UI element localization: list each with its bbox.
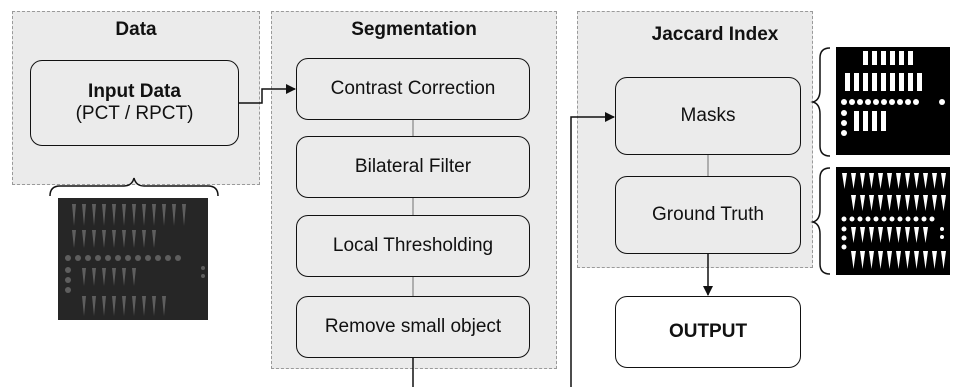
local-thresholding-label: Local Thresholding [332,235,494,256]
input-data-subtitle: (PCT / RPCT) [75,103,194,124]
remove-small-object-box: Remove small object [296,296,530,358]
output-label: OUTPUT [668,321,748,342]
data-image-brace [49,177,219,197]
contrast-correction-box: Contrast Correction [296,58,530,120]
ground-truth-image-brace [810,167,831,275]
segmentation-panel-title: Segmentation [351,19,477,40]
masks-box: Masks [615,77,801,155]
masks-image-brace [810,47,831,157]
segmentation-to-masks-arrow [570,112,615,387]
input-gel-pattern [65,204,205,316]
ground-truth-label: Ground Truth [652,204,764,225]
data-to-segmentation-arrow [239,84,296,104]
input-gel-image [58,198,208,320]
bilateral-filter-box: Bilateral Filter [296,136,530,198]
ground-truth-image [836,167,950,275]
ground-truth-box: Ground Truth [615,176,801,254]
masks-label: Masks [680,105,736,126]
masks-pattern [841,51,945,136]
input-data-title: Input Data [88,81,181,102]
jaccard-panel-title: Jaccard Index [651,24,779,45]
masks-image [836,47,950,155]
remove-small-object-label: Remove small object [324,316,502,337]
input-data-box: Input Data (PCT / RPCT) [30,60,239,146]
local-thresholding-box: Local Thresholding [296,215,530,277]
contrast-correction-label: Contrast Correction [330,78,496,99]
bilateral-filter-label: Bilateral Filter [354,156,472,177]
output-box: OUTPUT [615,296,801,368]
data-panel-title: Data [115,19,157,40]
ground-truth-pattern [841,173,946,269]
